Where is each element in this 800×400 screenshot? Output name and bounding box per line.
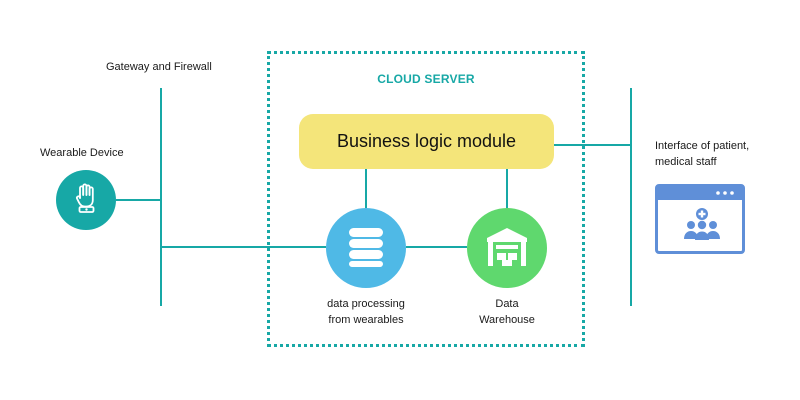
blm-to-interface-line (554, 144, 630, 146)
interface-label: Interface of patient, medical staff (655, 138, 795, 170)
wearable-label: Wearable Device (40, 147, 124, 159)
cloud-server-boundary (267, 51, 585, 347)
business-logic-label: Business logic module (336, 131, 517, 151)
browser-title-bar (658, 187, 742, 200)
data-processing-label-line1: data processing (327, 298, 405, 310)
gateway-label: Gateway and Firewall (106, 61, 212, 73)
interface-label-line2: medical staff (655, 156, 717, 168)
data-processing-node (326, 208, 406, 288)
data-processing-label-line2: from wearables (328, 314, 404, 326)
medical-staff-icon (682, 207, 722, 254)
hand-sensor-icon (71, 181, 101, 220)
gateway-vertical-line (160, 88, 162, 306)
business-logic-module: Business logic module (299, 114, 554, 169)
gateway-to-db-line (162, 246, 326, 248)
database-icon (346, 224, 386, 273)
browser-window-icon (655, 184, 745, 254)
wearable-to-gateway-line (116, 199, 160, 201)
db-to-warehouse-line (406, 246, 467, 248)
data-processing-label: data processing from wearables (306, 296, 426, 328)
data-warehouse-label: Data Warehouse (447, 296, 567, 328)
data-warehouse-node (467, 208, 547, 288)
interface-vertical-line (630, 88, 632, 306)
interface-label-line1: Interface of patient, (655, 140, 750, 152)
data-warehouse-label-line1: Data (495, 298, 519, 310)
warehouse-icon (483, 224, 531, 273)
data-warehouse-label-line2: Warehouse (479, 314, 535, 326)
cloud-server-title: CLOUD SERVER (377, 72, 475, 86)
blm-to-db-line (365, 169, 367, 208)
blm-to-warehouse-line (506, 169, 508, 208)
wearable-device-node (56, 170, 116, 230)
